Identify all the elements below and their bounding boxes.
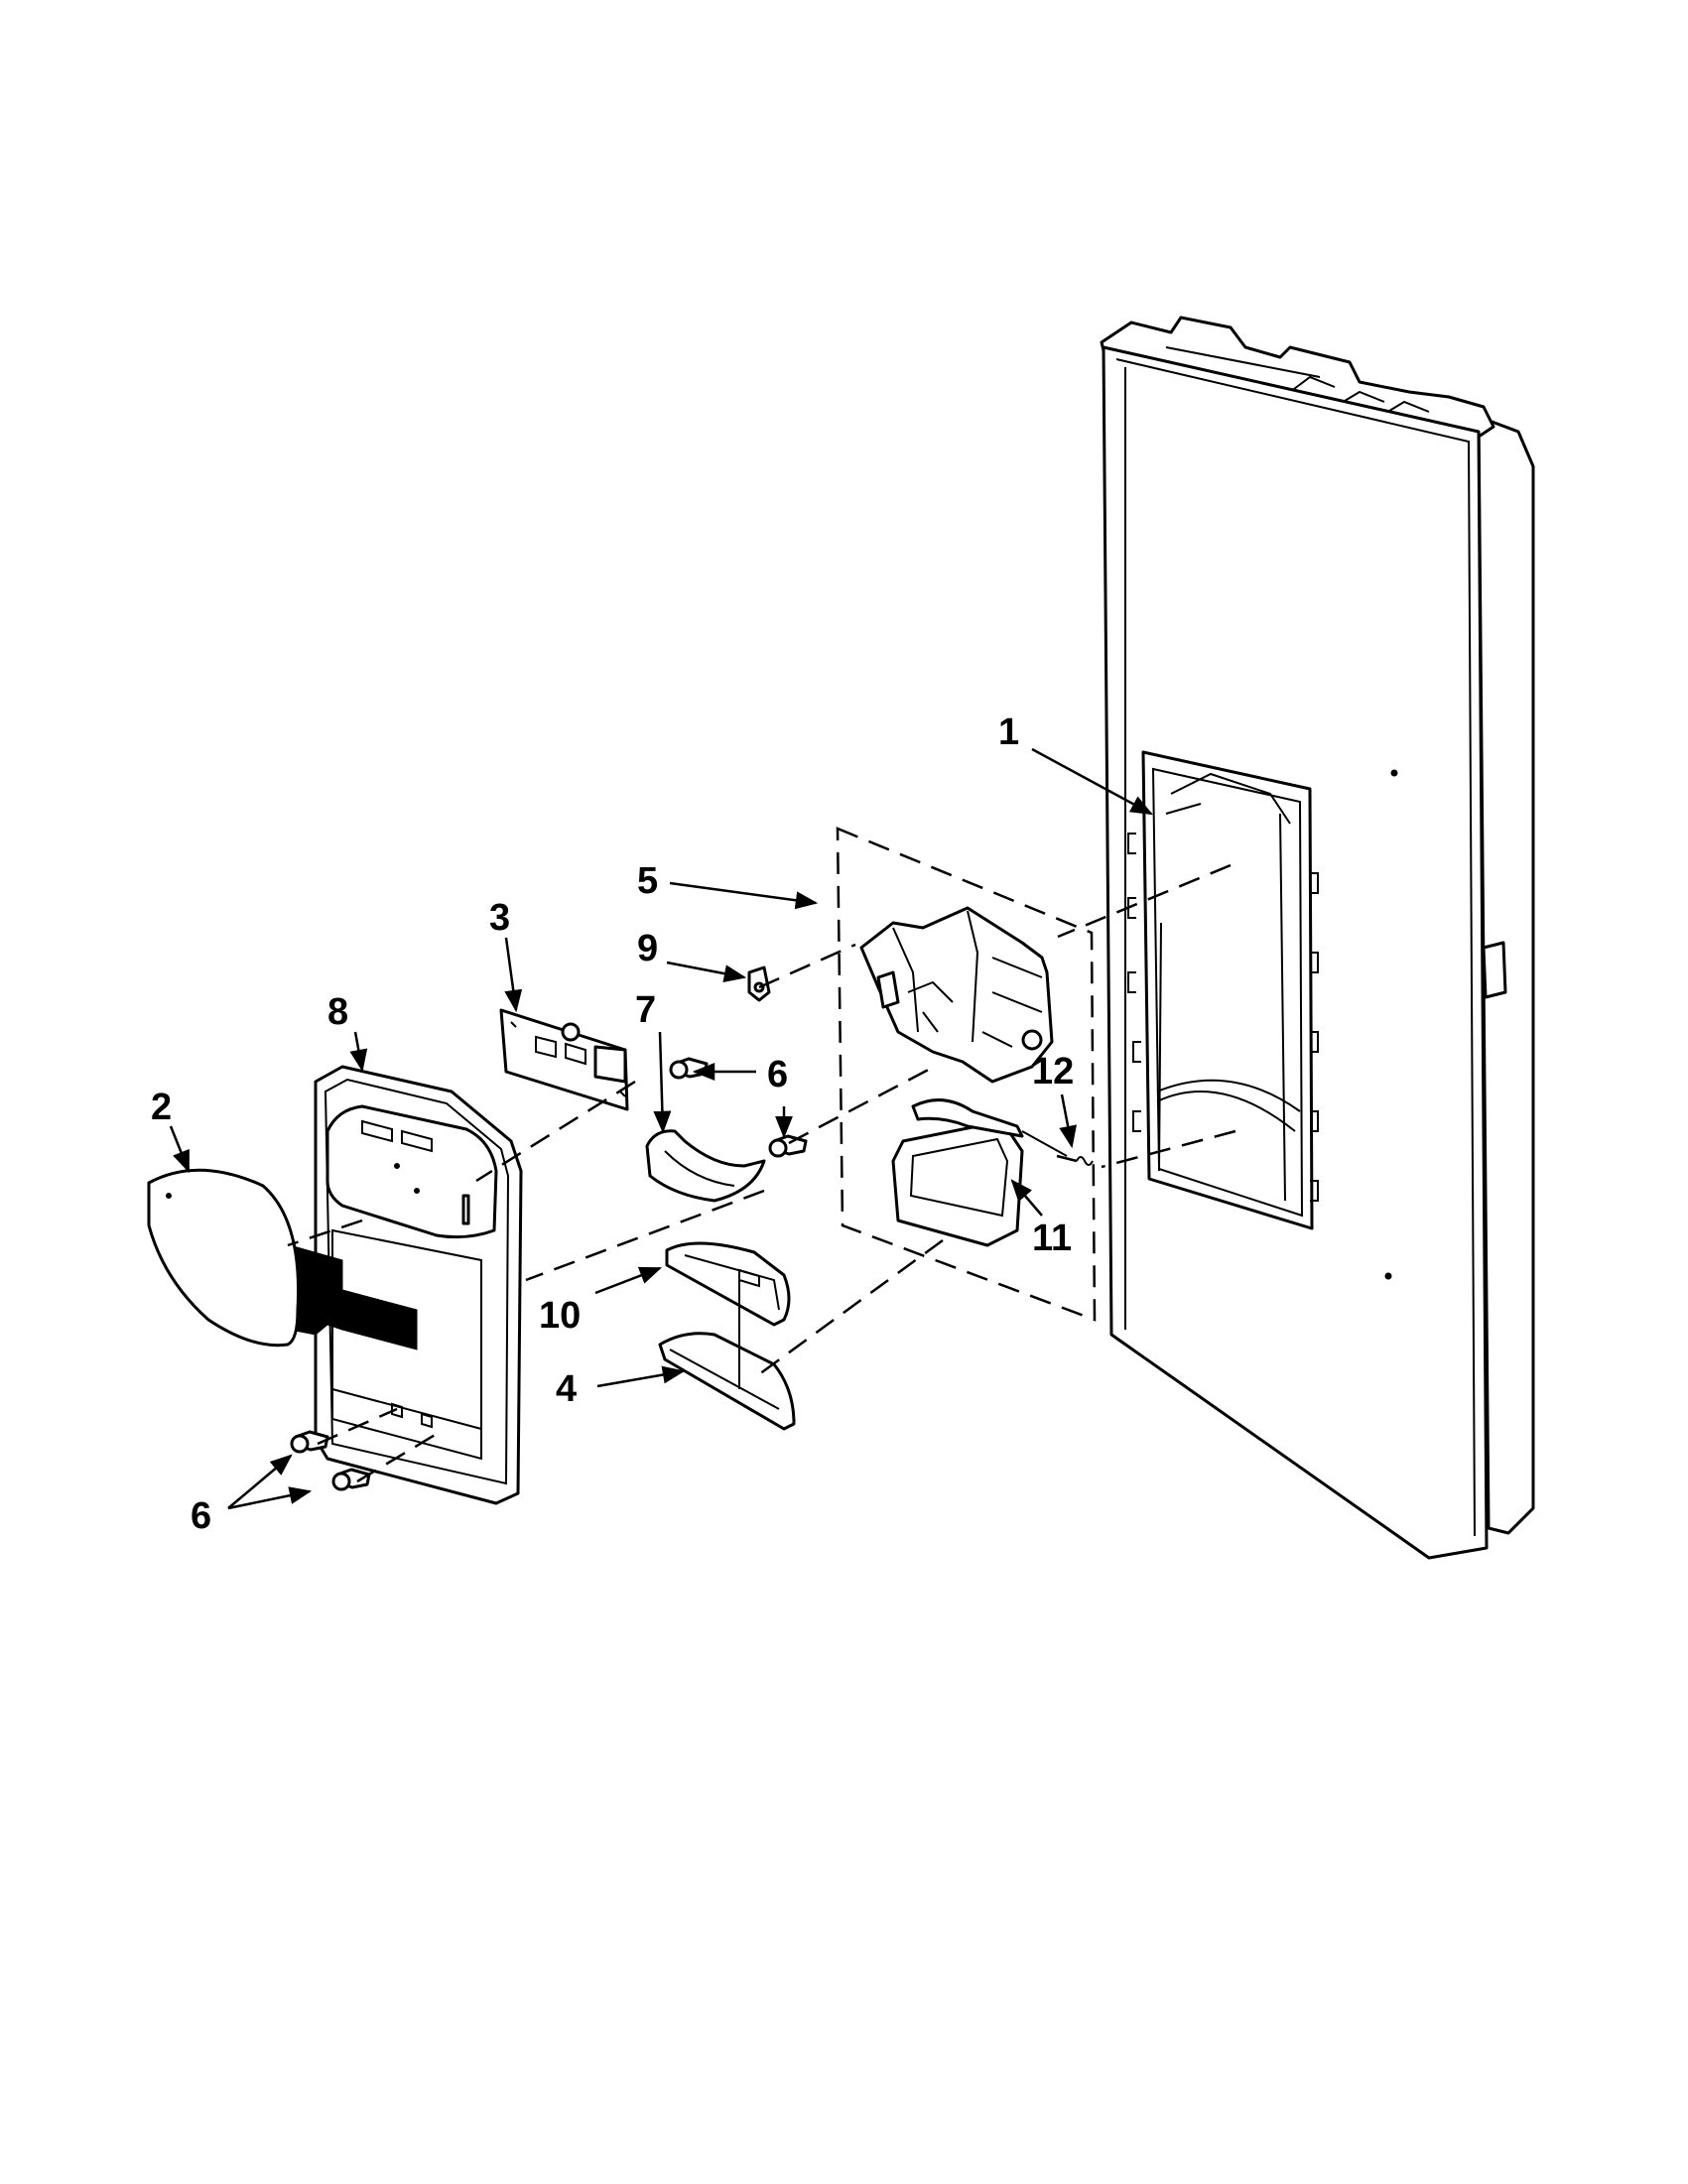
instruction-label — [289, 1244, 418, 1350]
dispenser-lens — [147, 1168, 301, 1348]
dispenser-module — [859, 906, 1068, 1247]
screw-upper — [669, 1057, 709, 1080]
callout-12: 12 — [1032, 1051, 1074, 1092]
refrigerator-door — [1100, 316, 1535, 1560]
callout-6-upper: 6 — [767, 1054, 788, 1095]
screw-lower-1 — [290, 1430, 329, 1454]
drip-tray — [658, 1332, 796, 1431]
dispenser-facade — [314, 1065, 523, 1505]
callout-5: 5 — [637, 860, 658, 902]
callout-1: 1 — [998, 711, 1019, 753]
callout-7: 7 — [635, 989, 656, 1031]
callout-11: 11 — [1032, 1218, 1072, 1259]
callout-2: 2 — [151, 1087, 172, 1128]
callout-3: 3 — [489, 897, 510, 939]
assembly-lines — [287, 863, 1236, 1483]
control-board — [499, 1008, 629, 1111]
callout-8: 8 — [327, 991, 348, 1033]
drip-tray-grille — [665, 1241, 791, 1327]
callout-4: 4 — [556, 1368, 577, 1410]
screw-middle — [768, 1134, 808, 1158]
callout-10: 10 — [539, 1295, 581, 1337]
chute-flap — [645, 1129, 766, 1203]
callout-9: 9 — [637, 928, 658, 969]
leader-arrows — [169, 747, 1153, 1510]
screw-lower-2 — [331, 1468, 371, 1491]
spring-part — [1076, 1156, 1094, 1166]
callout-6-lower: 6 — [191, 1495, 211, 1537]
